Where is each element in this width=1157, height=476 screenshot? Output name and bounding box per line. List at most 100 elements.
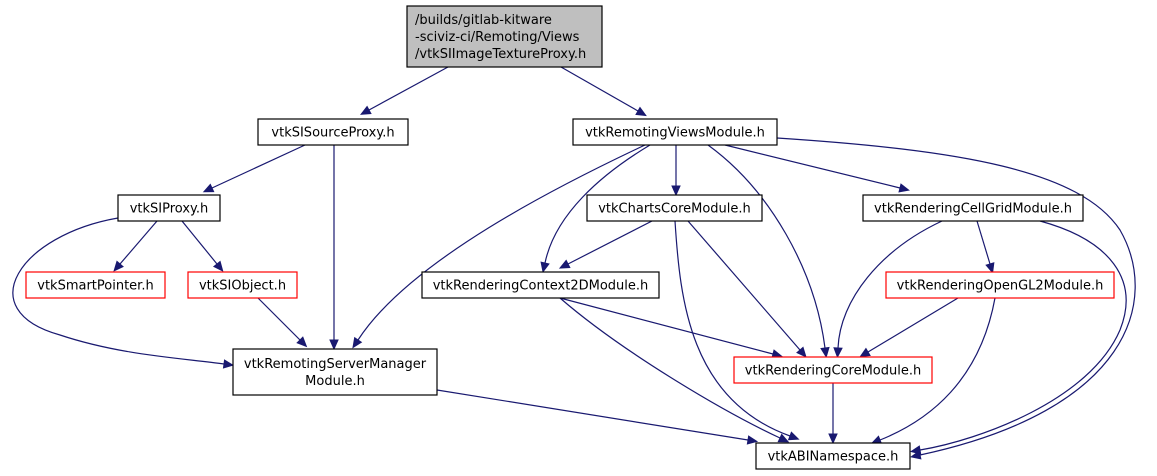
edge-line [867,297,959,353]
node-sisource[interactable]: vtkSISourceProxy.h [257,118,409,146]
node-label: vtkRemotingViewsModule.h [585,126,765,141]
node-label: -sciviz-ci/Remoting/Views [415,30,580,45]
edge-line [919,220,1127,451]
arrowhead-icon [113,260,124,272]
node-label: /builds/gitlab-kitware [415,13,552,28]
edge-line [357,144,646,341]
edge-line [724,144,901,189]
edge-line [776,137,1136,456]
arrowhead-icon [635,106,647,117]
edges-layer [12,66,1136,460]
node-rendcore[interactable]: vtkRenderingCoreModule.h [733,356,933,384]
arrowhead-icon [985,262,995,274]
node-label: vtkABINamespace.h [768,450,899,465]
edge-line [560,66,639,112]
edge-chartscore-to-abi [674,220,800,441]
edge-rendcore-to-abi [828,383,838,445]
arrowhead-icon [859,347,871,358]
node-smartptr[interactable]: vtkSmartPointer.h [25,271,166,299]
edge-root-to-sisource [360,66,449,115]
edge-siproxy-to-servermgr [12,217,235,369]
node-context2d[interactable]: vtkRenderingContext2DModule.h [421,271,660,299]
arrowhead-icon [898,183,910,193]
node-box [733,356,933,384]
arrowhead-icon [352,336,363,349]
arrowhead-icon [671,185,681,197]
edge-siobject-to-servermgr [257,297,308,348]
edge-cellgrid-to-opengl2 [976,220,995,274]
node-box [586,194,763,222]
arrowhead-icon [296,336,308,348]
arrowhead-icon [360,105,372,115]
node-box [257,118,409,146]
node-label: vtkSISourceProxy.h [271,126,394,141]
edge-opengl2-to-abi [870,297,996,445]
edge-line [436,389,749,441]
edge-line [976,220,991,265]
node-chartscore[interactable]: vtkChartsCoreModule.h [586,194,763,222]
node-box [421,271,660,299]
edge-remviews-to-servermgr [352,144,646,349]
arrowhead-icon [833,347,843,359]
node-box [25,271,166,299]
edge-line [181,220,218,265]
arrowhead-icon [820,346,830,359]
node-siproxy[interactable]: vtkSIProxy.h [117,194,221,222]
node-box [755,442,911,470]
arrowhead-icon [796,346,807,358]
node-box [232,348,438,396]
arrowhead-icon [558,259,571,269]
node-abi[interactable]: vtkABINamespace.h [755,442,911,470]
node-label: vtkRenderingOpenGL2Module.h [897,279,1104,294]
edge-context2d-to-rendcore [559,297,783,359]
arrowhead-icon [222,359,235,369]
node-siobject[interactable]: vtkSIObject.h [187,271,298,299]
node-remviews[interactable]: vtkRemotingViewsModule.h [572,118,778,146]
edge-line [368,66,449,111]
edge-siproxy-to-siobject [181,220,224,272]
edge-siproxy-to-smartptr [113,220,158,272]
node-box [406,5,603,68]
node-box [885,271,1115,299]
arrowhead-icon [828,433,838,445]
node-label: Module.h [305,374,365,389]
node-label: vtkChartsCoreModule.h [598,202,751,217]
node-label: vtkRenderingContext2DModule.h [433,279,649,294]
edge-line [687,220,801,351]
edge-sisource-to-siproxy [202,144,306,193]
node-label: vtkSIObject.h [199,279,286,294]
edge-remviews-to-chartscore [671,145,681,197]
node-label: /vtkSIImageTextureProxy.h [415,47,586,62]
node-label: vtkSIProxy.h [130,202,209,217]
edge-servermgr-to-abi [436,389,759,445]
edge-cellgrid-to-abi [909,220,1127,455]
edge-remviews-to-cellgrid [724,144,910,193]
edge-chartscore-to-context2d [558,220,653,269]
arrowhead-icon [746,435,759,445]
edge-cellgrid-to-rendcore [833,220,943,359]
edge-line [567,220,653,265]
edge-opengl2-to-rendcore [859,297,959,358]
node-box [117,194,221,222]
node-label: vtkRenderingCoreModule.h [745,364,921,379]
edge-line [879,297,996,441]
arrowhead-icon [329,339,339,351]
arrowhead-icon [777,433,790,443]
edge-line [837,220,943,349]
node-label: vtkRenderingCellGridModule.h [874,202,1072,217]
edge-root-to-remviews [560,66,647,117]
edge-line [559,297,774,355]
edge-line [559,297,781,439]
edge-line [544,144,651,264]
edge-line [211,144,306,189]
edge-chartscore-to-rendcore [687,220,807,358]
arrowhead-icon [202,183,215,193]
node-box [187,271,298,299]
arrowhead-icon [909,445,922,455]
arrowhead-icon [540,261,550,273]
node-opengl2[interactable]: vtkRenderingOpenGL2Module.h [885,271,1115,299]
edge-remviews-to-context2d [540,144,651,273]
node-root: /builds/gitlab-kitware -sciviz-ci/Remotin… [406,5,603,68]
node-cellgrid[interactable]: vtkRenderingCellGridModule.h [862,194,1084,222]
